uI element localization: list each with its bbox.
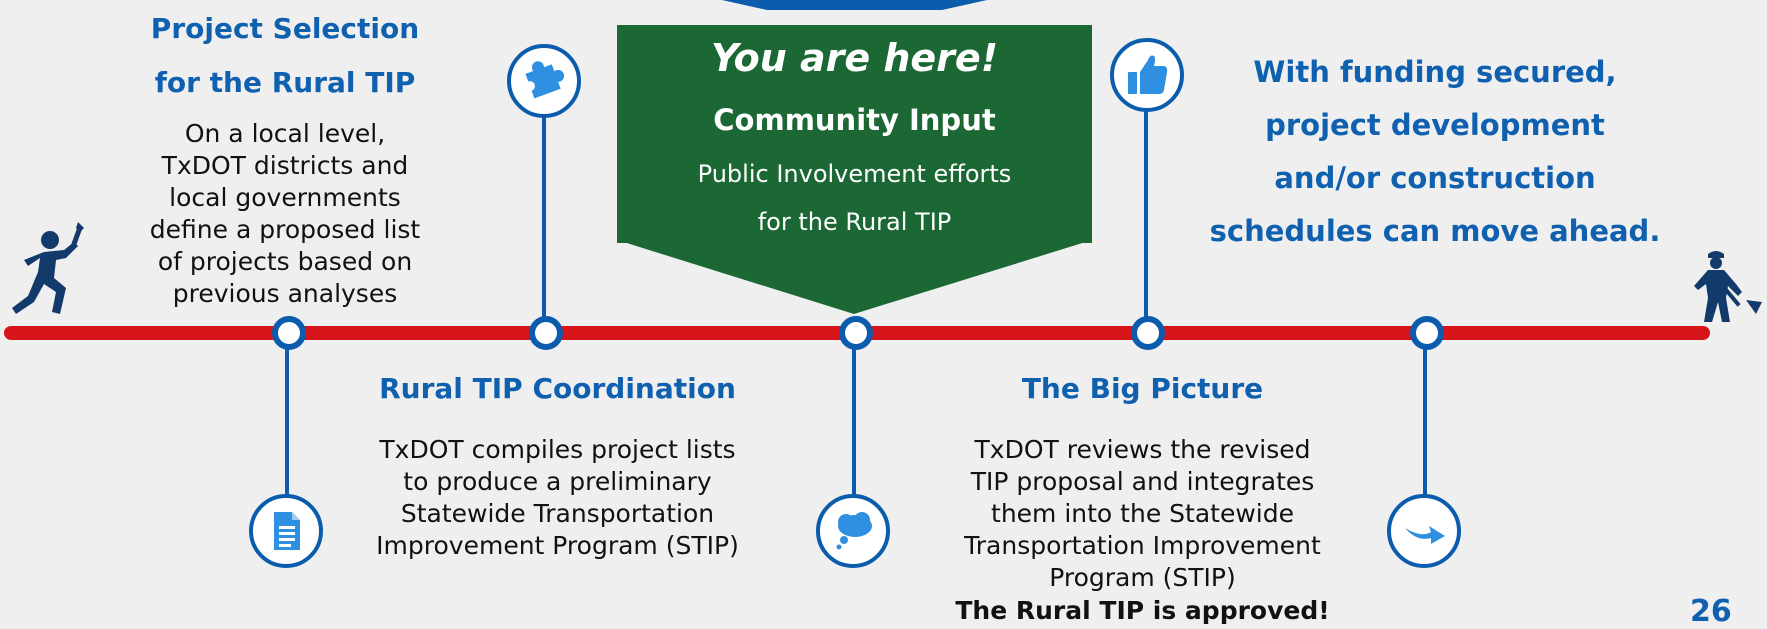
- stem-stage5: [1423, 340, 1427, 495]
- timeline-node-2: [529, 316, 563, 350]
- callout-heading: You are here!: [710, 36, 999, 80]
- stage3-desc-line: them into the Statewide: [991, 499, 1294, 528]
- stage4-text-line: With funding secured,: [1253, 55, 1617, 89]
- stage1-desc-line: local governments: [169, 183, 401, 212]
- stem-stage4: [1144, 110, 1148, 326]
- timeline-node-4: [1131, 316, 1165, 350]
- arrow-right-icon: [1387, 494, 1461, 568]
- stage1-desc-line: On a local level,: [184, 119, 386, 148]
- stage2-description: TxDOT compiles project lists to produce …: [345, 434, 770, 562]
- stem-stage1: [285, 340, 289, 495]
- timeline-node-3: [839, 316, 873, 350]
- thought-cloud-icon: [816, 494, 890, 568]
- stage1-desc-line: of projects based on: [157, 247, 413, 276]
- stage2-title: Rural TIP Coordination: [379, 372, 736, 405]
- stage4-text-line: and/or construction: [1274, 161, 1596, 195]
- stage1-desc-line: define a proposed list: [149, 215, 421, 244]
- stage3-desc-line: TxDOT reviews the revised: [974, 435, 1311, 464]
- stage3-description: TxDOT reviews the revised TIP proposal a…: [930, 434, 1355, 594]
- stage1-description: On a local level, TxDOT districts and lo…: [110, 118, 460, 310]
- stem-stage2: [542, 112, 546, 326]
- callout-pointer: [617, 240, 1092, 314]
- runner-torch-icon: [12, 222, 84, 314]
- thumbs-up-icon: [1110, 38, 1184, 112]
- callout-title: Community Input: [713, 103, 996, 137]
- stage1-title-line: for the Rural TIP: [154, 66, 416, 99]
- stage3-desc-line: Transportation Improvement: [964, 531, 1321, 560]
- timeline-node-1: [272, 316, 306, 350]
- puzzle-icon: [507, 44, 581, 118]
- timeline-node-5: [1410, 316, 1444, 350]
- stage4-text-line: schedules can move ahead.: [1209, 214, 1661, 248]
- stage1-title: Project Selection for the Rural TIP: [110, 2, 460, 110]
- stem-stage3: [852, 340, 856, 495]
- stage4-text: With funding secured, project developmen…: [1185, 46, 1685, 258]
- stage1-desc-line: TxDOT districts and: [161, 151, 409, 180]
- stage2-desc-line: Improvement Program (STIP): [376, 531, 739, 560]
- page-number: 26: [1690, 594, 1732, 629]
- stage2-desc-line: TxDOT compiles project lists: [379, 435, 736, 464]
- stage4-text-line: project development: [1265, 108, 1605, 142]
- document-icon: [249, 494, 323, 568]
- stage3-desc-line: TIP proposal and integrates: [970, 467, 1315, 496]
- stage1-title-line: Project Selection: [150, 12, 420, 45]
- stage3-desc-line: Program (STIP): [1049, 563, 1236, 592]
- callout-desc-line: Public Involvement efforts: [697, 160, 1012, 188]
- stage2-desc-line: Statewide Transportation: [400, 499, 715, 528]
- stage2-desc-line: to produce a preliminary: [403, 467, 712, 496]
- stage3-title: The Big Picture: [1021, 372, 1264, 405]
- worker-shovel-icon: [1694, 251, 1762, 322]
- callout-desc-line: for the Rural TIP: [757, 208, 952, 236]
- callout-box: [617, 25, 1092, 243]
- callout-description: Public Involvement efforts for the Rural…: [617, 150, 1092, 246]
- stage3-approved-note: The Rural TIP is approved!: [955, 596, 1330, 625]
- top-arrow-shape: [722, 0, 987, 10]
- stage1-desc-line: previous analyses: [172, 279, 398, 308]
